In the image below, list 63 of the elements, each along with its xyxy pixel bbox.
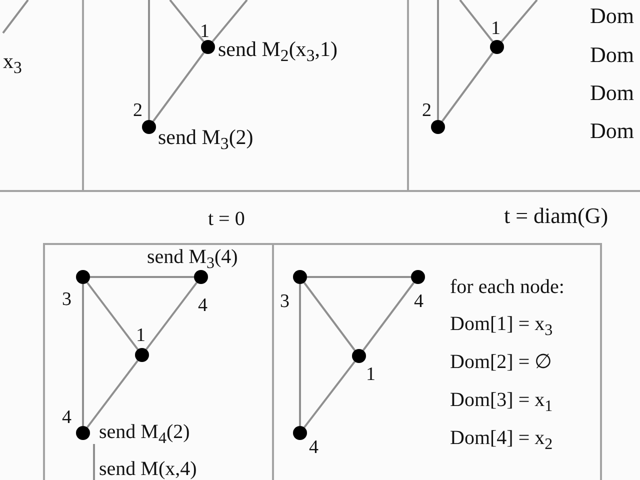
graph-node-dot <box>76 270 90 284</box>
graph-edge <box>148 0 150 120</box>
panel-frame <box>84 0 409 192</box>
node-number: 1 <box>200 22 210 43</box>
graph-edge <box>437 0 439 120</box>
node-number: 1 <box>136 326 146 347</box>
domain-assignment: Dom[1] = x$_{3}$ <box>450 313 553 335</box>
domain-assignment: Dom[3] = x$_{1}$ <box>450 389 553 411</box>
node-number: 4 <box>414 292 424 313</box>
node-number: 4 <box>62 408 72 429</box>
message-text: send M$_{3}$(4) <box>147 246 238 268</box>
message-text: send M(x,4) <box>99 458 197 480</box>
time-label: t = diam(G) <box>504 204 608 228</box>
graph-node-dot <box>411 270 425 284</box>
node-number: 4 <box>198 296 208 317</box>
node-number: 1 <box>366 365 376 386</box>
message-text: send M$_{4}$(2) <box>99 421 190 443</box>
message-text: send M$_{2}$(x$_{3}$,1) <box>218 38 338 62</box>
graph-edge <box>212 0 248 42</box>
panel-frame <box>43 243 274 480</box>
graph-node-dot <box>194 270 208 284</box>
graph-edge <box>152 52 205 122</box>
graph-edge <box>303 282 356 351</box>
node-number: 3 <box>62 290 72 311</box>
graph-edge <box>441 52 494 122</box>
graph-node-dot <box>142 120 156 134</box>
domain-assignment: Dom[2] = ∅ <box>450 351 552 373</box>
graph-edge <box>90 276 194 278</box>
graph-edge <box>459 0 494 42</box>
node-number: 2 <box>422 101 432 122</box>
node-number: 1 <box>491 19 500 40</box>
message-text: send M$_{3}$(2) <box>158 126 254 150</box>
graph-node-dot <box>490 40 504 54</box>
graph-edge <box>86 282 139 350</box>
panel-frame <box>274 243 602 480</box>
graph-edge <box>362 282 415 351</box>
domain-text: Dom <box>590 4 634 28</box>
heading-text: for each node: <box>450 276 564 298</box>
variable-text: x$_{3}$ <box>3 50 22 74</box>
graph-edge <box>500 0 538 42</box>
node-number: 2 <box>133 101 142 122</box>
graph-edge <box>145 282 198 350</box>
panel-frame <box>0 0 84 192</box>
graph-node-dot <box>76 426 90 440</box>
graph-node-dot <box>352 349 366 363</box>
node-number: 3 <box>280 292 290 313</box>
graph-edge <box>82 284 84 426</box>
graph-node-dot <box>293 270 307 284</box>
graph-edge <box>86 360 139 428</box>
time-label: t = 0 <box>208 208 245 230</box>
graph-node-dot <box>201 40 215 54</box>
graph-edge <box>303 360 356 428</box>
domain-text: Dom <box>590 119 634 144</box>
graph-edge <box>307 276 411 278</box>
graph-node-dot <box>293 426 307 440</box>
node-number: 4 <box>309 438 318 459</box>
graph-node-dot <box>431 120 445 134</box>
graph-edge <box>299 284 301 426</box>
domain-text: Dom <box>590 81 634 106</box>
graph-edge <box>169 0 204 42</box>
domain-text: Dom <box>590 43 634 68</box>
graph-node-dot <box>135 348 149 362</box>
domain-assignment: Dom[4] = x$_{2}$ <box>450 427 553 449</box>
